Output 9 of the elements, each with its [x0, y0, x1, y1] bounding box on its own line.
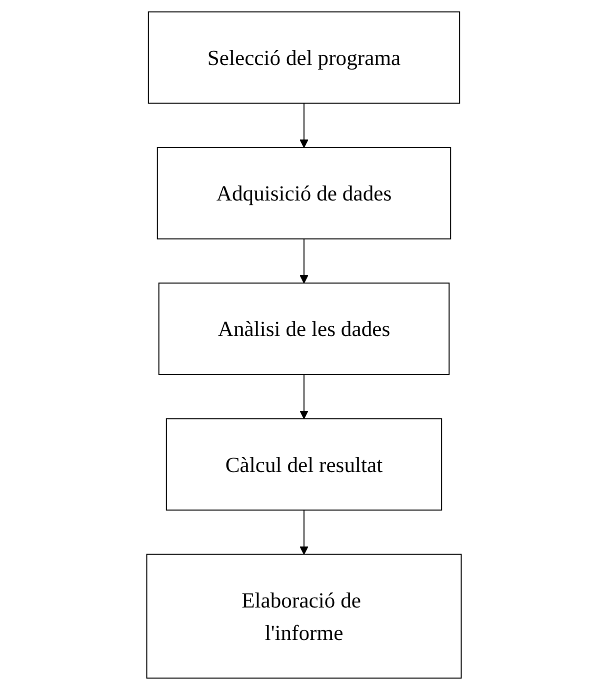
node-box: Adquisició de dades	[156, 146, 452, 240]
arrow	[300, 510, 308, 555]
arrow	[300, 238, 308, 284]
arrow	[300, 102, 308, 148]
node-box: Elaboració de l'informe	[146, 554, 462, 679]
node-box: Càlcul del resultat	[166, 418, 442, 511]
node-box: Selecció del programa	[148, 11, 460, 104]
arrow	[300, 374, 308, 420]
node-box: Anàlisi de les dades	[158, 282, 450, 375]
